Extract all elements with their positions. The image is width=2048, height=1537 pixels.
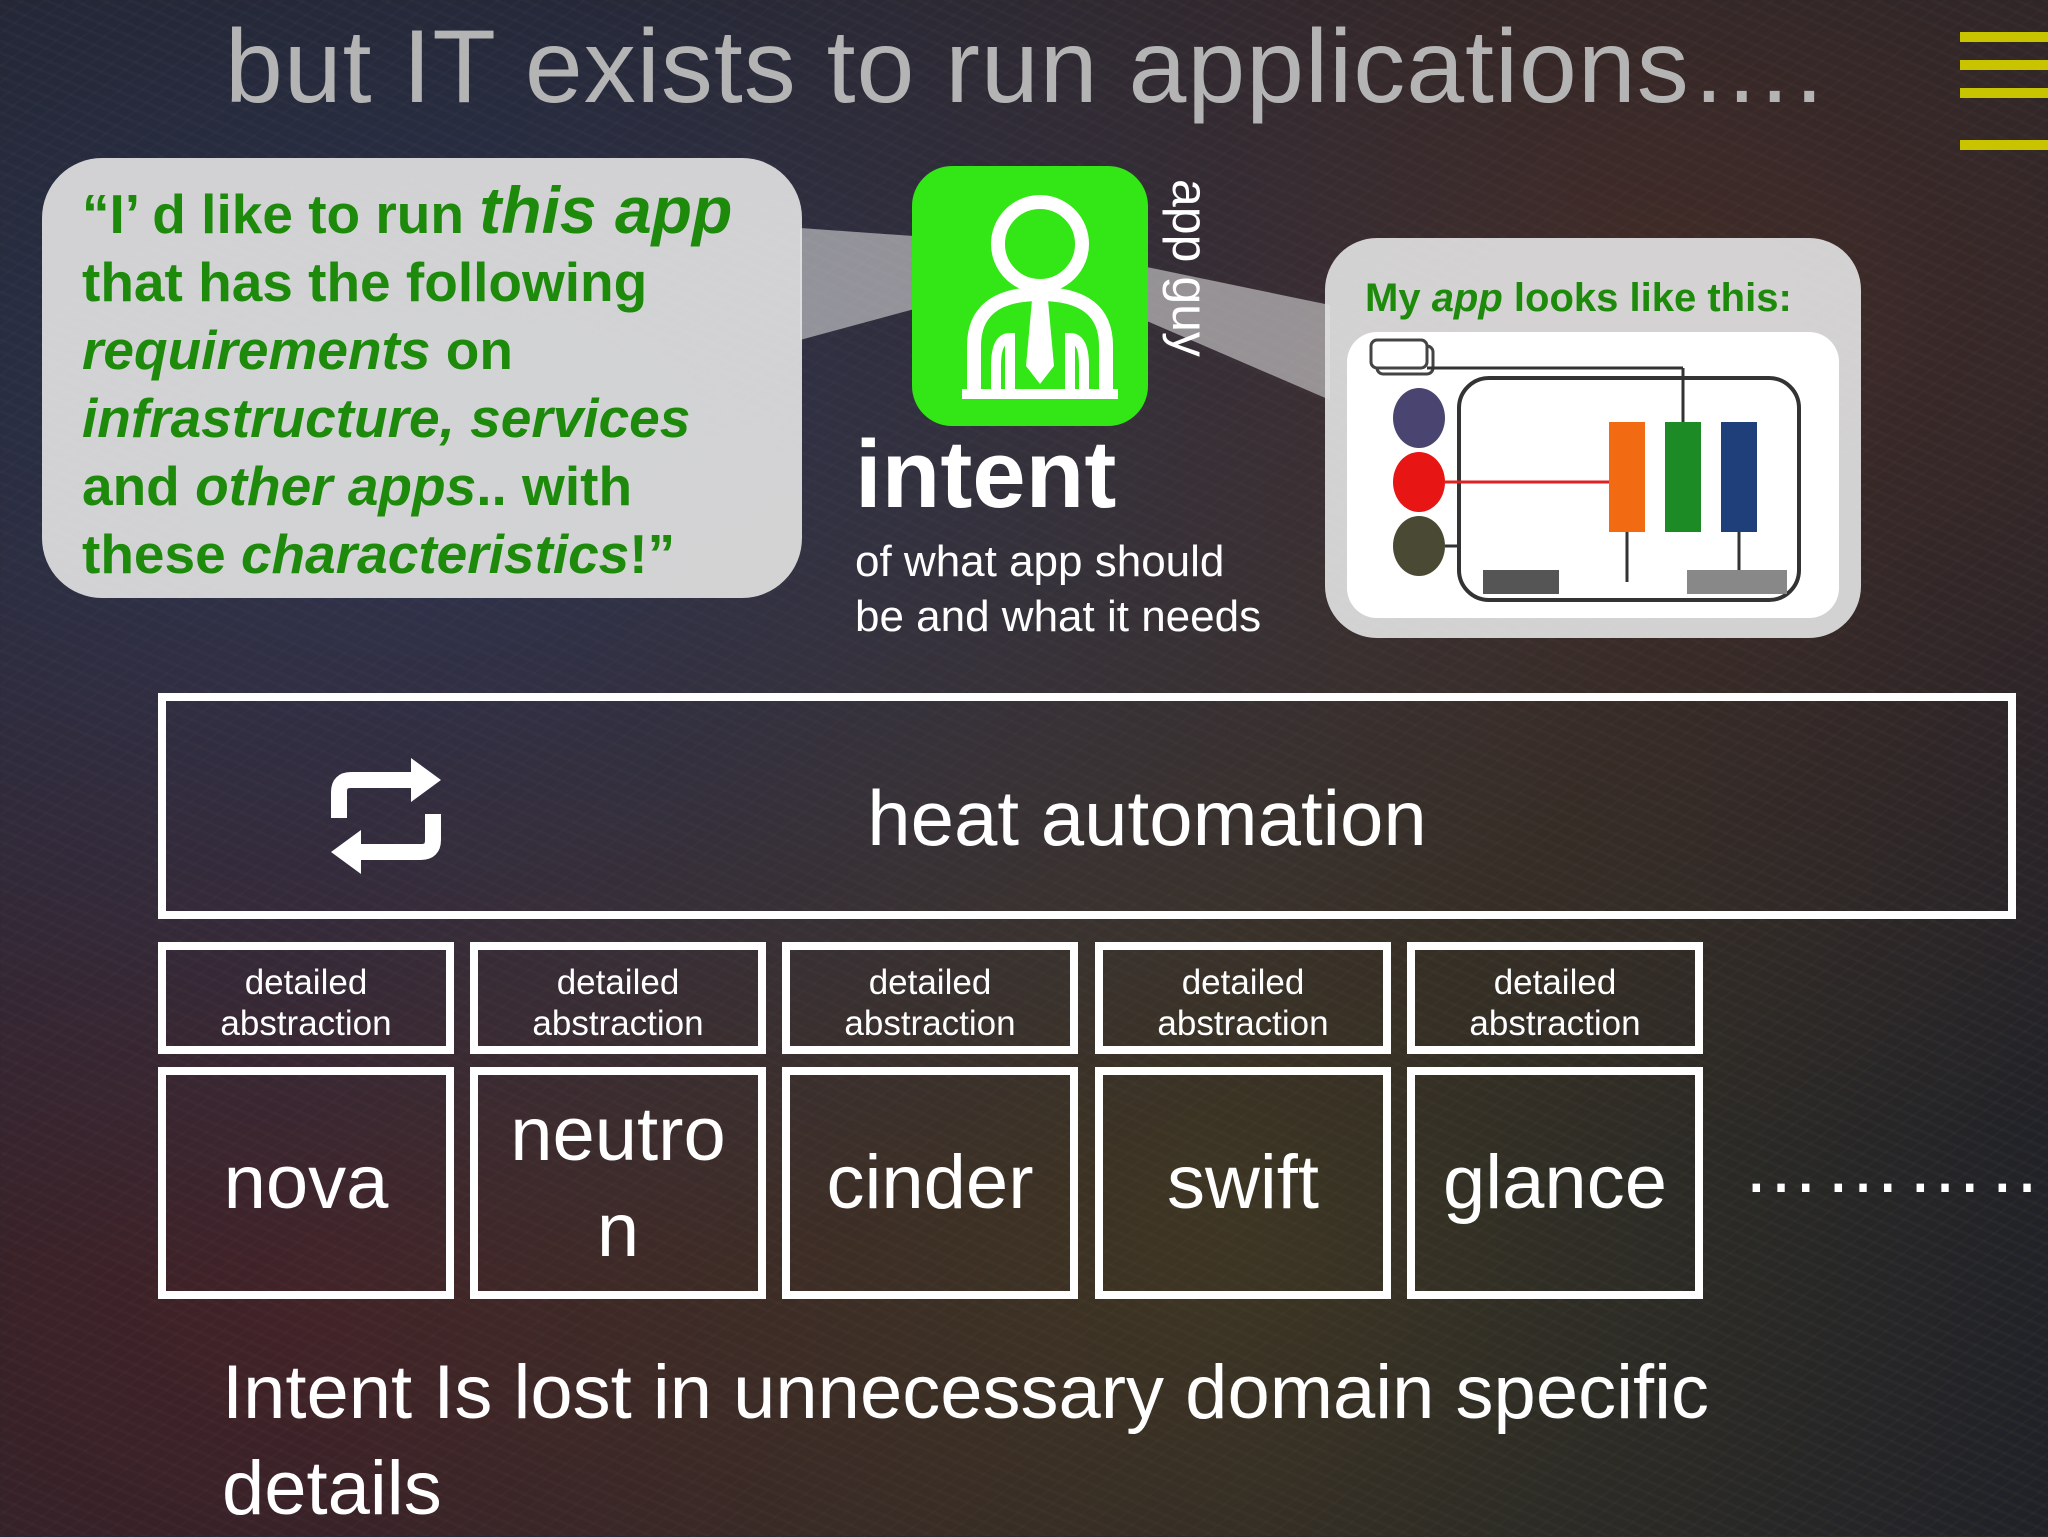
app-guy-icon: [912, 166, 1148, 426]
caption-text: My: [1365, 276, 1432, 320]
heat-automation-label: heat automation: [867, 774, 1427, 862]
service-box: nova: [158, 1067, 454, 1299]
quote-text: these: [82, 523, 241, 585]
app-architecture-thumbnail: [1347, 332, 1839, 618]
refresh-icon: [311, 756, 461, 876]
intent-desc-line: of what app should: [855, 537, 1225, 586]
service-box: glance: [1407, 1067, 1703, 1299]
quote-text: .. with: [476, 455, 633, 517]
abstraction-label: abstraction: [220, 1004, 392, 1043]
abstraction-label: abstraction: [532, 1004, 704, 1043]
service-label: neutro n: [510, 1092, 726, 1273]
quote-text: and: [82, 455, 196, 517]
quote-text: !”: [629, 523, 676, 585]
quote-text: on: [430, 319, 513, 381]
service-box: swift: [1095, 1067, 1391, 1299]
intent-desc-line: be and what it needs: [855, 592, 1262, 641]
quote-emphasis: characteristics: [240, 523, 630, 585]
quote-emphasis: this app: [479, 173, 733, 247]
service-box: neutro n: [470, 1067, 766, 1299]
heat-automation-box: heat automation: [158, 693, 2016, 919]
slide-title: but IT exists to run applications….: [225, 9, 1825, 125]
quote-emphasis: other apps: [195, 455, 477, 517]
abstraction-label: detailed: [868, 963, 992, 1002]
intent-description: of what app should be and what it needs: [855, 534, 1261, 644]
service-label: nova: [223, 1140, 389, 1225]
service-box: cinder: [782, 1067, 1078, 1299]
diagram-caption: My app looks like this:: [1365, 276, 1792, 321]
service-label: swift: [1167, 1140, 1319, 1225]
caption-emphasis: app: [1431, 276, 1503, 320]
more-services-ellipsis: …………: [1742, 1121, 2048, 1209]
abstraction-label: detailed: [244, 963, 368, 1002]
quote-emphasis: infrastructure, services: [82, 387, 691, 449]
quote-text: that has the following: [82, 251, 648, 313]
intent-label: intent: [855, 421, 1117, 528]
app-diagram-bubble: My app looks like this:: [1325, 238, 1861, 638]
abstraction-label: detailed: [556, 963, 680, 1002]
decorative-bars: [1960, 0, 2048, 160]
service-label: cinder: [826, 1140, 1034, 1225]
quote-bubble: “I’ d like to run this app that has the …: [42, 158, 802, 598]
service-label: glance: [1443, 1140, 1667, 1225]
abstraction-label: detailed: [1493, 963, 1617, 1002]
conclusion-text: Intent Is lost in unnecessary domain spe…: [222, 1350, 1709, 1531]
quote-text: “I’ d like to run: [82, 183, 480, 245]
abstraction-label: abstraction: [1157, 1004, 1329, 1043]
abstraction-label: detailed: [1181, 963, 1305, 1002]
caption-text: looks like this:: [1502, 276, 1792, 320]
quote-emphasis: requirements: [82, 319, 431, 381]
app-guy-label: app guy: [1162, 179, 1218, 357]
abstraction-label: abstraction: [1469, 1004, 1641, 1043]
abstraction-label: abstraction: [844, 1004, 1016, 1043]
